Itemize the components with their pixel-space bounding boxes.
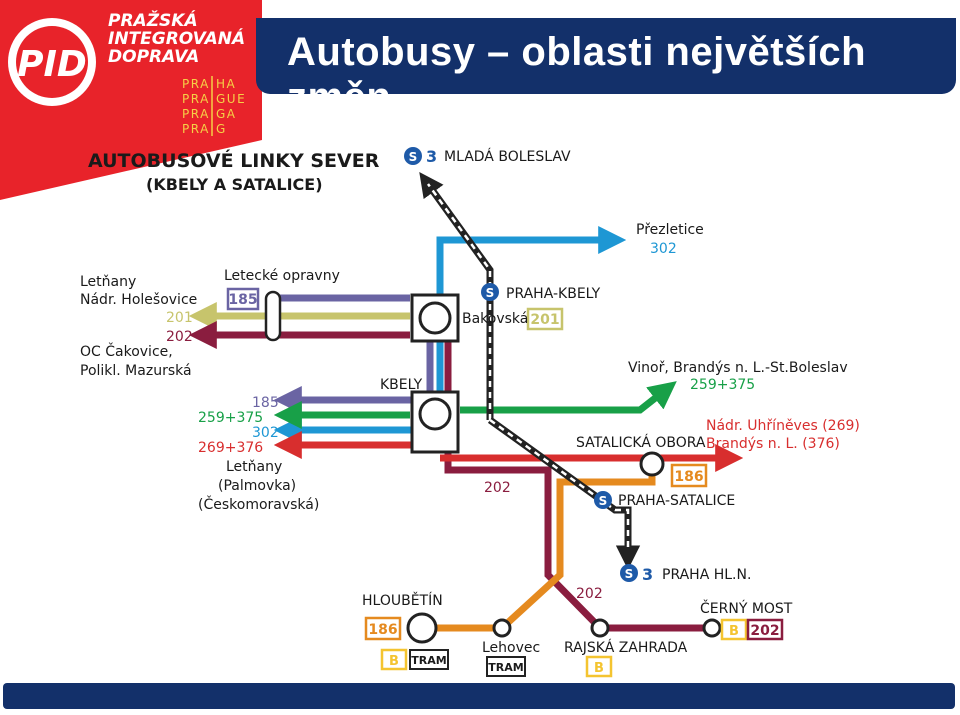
logo-org-line: INTEGROVANÁ [108,27,245,49]
praha-logo-row-right: G [216,122,227,136]
label-mlada-boleslav: MLADÁ BOLESLAV [444,148,571,165]
praha-logo-row-right: GUE [216,92,246,106]
slide-title: Autobusy – oblasti největších změn [287,30,867,119]
label-202-mid: 202 [484,480,511,496]
stop-letecke-pill [264,290,282,342]
label-269-left: 269+376 [198,440,263,456]
line-259-right [460,381,677,414]
label-ceskomoravska: (Českomoravská) [198,495,319,513]
praha-logo-row-left: PRA [182,92,210,106]
label-letecke-opravny: Letecké opravny [224,268,340,284]
label-b2: B [594,661,604,676]
label-praha-satalice: PRAHA-SATALICE [618,493,735,509]
label-tram1: TRAM [411,654,446,667]
s-train-icon [620,564,638,582]
s-train-icon [481,283,499,301]
s-train-icon: S [599,494,608,508]
praha-logo-row-right: GA [216,107,237,121]
box-185 [226,287,260,311]
label-bakovska: Bakovská [462,311,528,327]
s-train-icon: S [625,567,634,581]
s-train-icon: S [409,150,418,164]
label-kbely: KBELY [380,377,423,393]
label-brandys: Brandýs n. L. (376) [706,436,840,452]
label-185-box: 185 [228,292,257,308]
label-mazurska: Polikl. Mazurská [80,363,192,379]
box-b1 [380,648,408,671]
stop-cerny-most [702,618,722,638]
stop-hloubetin [406,612,438,644]
box-186 [670,463,708,488]
label-259-left: 259+375 [198,410,263,426]
stop-bakovska [418,301,452,335]
box-b2 [585,655,613,678]
praha-logo-row-right: HA [216,77,236,91]
logo-org-line: PRAŽSKÁ [108,9,198,31]
s-train-icon [404,147,422,165]
diagram-heading: AUTOBUSOVÉ LINKY SEVER [88,149,380,172]
label-202-low: 202 [576,586,603,602]
label-202-box: 202 [750,623,779,639]
label-cerny-most: ČERNÝ MOST [700,599,793,617]
label-rajska-zahrada: RAJSKÁ ZAHRADA [564,639,688,656]
s-train-icon [594,491,612,509]
title-bar [256,18,956,94]
praha-logo-row-left: PRA [182,107,210,121]
box-tram1 [409,649,449,670]
label-letnany: Letňany [80,274,136,290]
praha-logo-row-left: PRA [182,77,210,91]
line-186 [422,470,656,632]
label-satalicka-obora: SATALICKÁ OBORA [576,434,706,451]
stop-rajska [590,618,610,638]
label-259-right: 259+375 [690,377,755,393]
s3-label: 3 [426,147,437,166]
label-uhrineves: Nádr. Uhříněves (269) [706,418,860,434]
label-201-box: 201 [530,312,559,328]
label-vinor: Vinoř, Brandýs n. L.-St.Boleslav [628,360,848,376]
label-tram2: TRAM [488,661,523,674]
railway-line-south-dash [489,418,630,552]
label-letnany2: Letňany [226,459,282,475]
stop-satalicka-obora [639,451,665,477]
label-201: 201 [166,310,193,326]
stop-lehovec [492,618,512,638]
label-hloubetin: HLOUBĚTÍN [362,592,443,609]
line-302-north [436,226,627,405]
label-cakovice: OC Čakovice, [80,342,173,360]
label-praha-kbely: PRAHA-KBELY [506,286,601,302]
logo-org-line: DOPRAVA [108,47,199,67]
label-185: 185 [252,395,279,411]
pid-logo-text: PID [17,44,87,85]
label-302: 302 [650,241,677,257]
box-tram2 [486,656,526,677]
pid-logo-inner [16,26,88,98]
box-202 [746,618,784,641]
label-prezletice: Přezletice [636,222,704,238]
box-201 [526,307,564,331]
label-302-left: 302 [252,425,279,441]
label-186-box-hloubetin: 186 [368,622,397,638]
label-holesovice: Nádr. Holešovice [80,292,197,308]
railway-line-dash [426,183,492,420]
label-palmovka: (Palmovka) [218,478,296,494]
s-train-icon: S [486,286,495,300]
diagram-subheading: (KBELY A SATALICE) [146,175,323,194]
box-186-hloubetin [364,616,402,641]
label-b3: B [729,624,739,639]
praha-logo-rows: PRA HA PRA GUE PRA GA PRA G [182,76,246,136]
label-186-box: 186 [674,469,703,485]
s3-label: 3 [642,565,653,584]
label-202: 202 [166,329,193,345]
stop-kbely [418,397,452,431]
praha-logo-row-left: PRA [182,122,210,136]
label-praha-hln: PRAHA HL.N. [662,567,751,583]
label-lehovec: Lehovec [482,640,540,656]
box-b3 [720,618,748,641]
label-b1: B [389,654,399,669]
footer-bar [3,683,955,709]
